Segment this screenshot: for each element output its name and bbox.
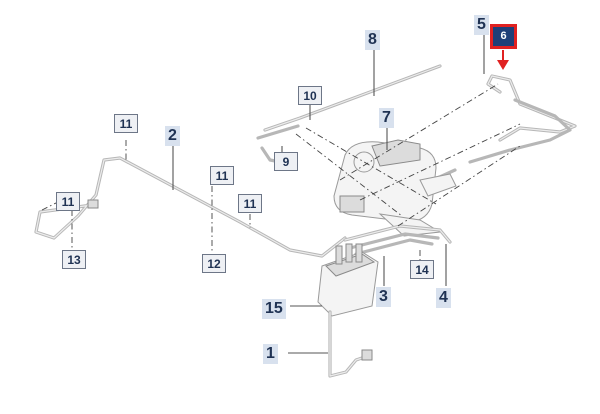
callout-11-a[interactable]: 11 bbox=[114, 114, 138, 133]
callout-9[interactable]: 9 bbox=[274, 152, 298, 171]
callout-5[interactable]: 5 bbox=[474, 15, 489, 35]
callout-13[interactable]: 13 bbox=[62, 250, 86, 269]
fitting-13 bbox=[87, 199, 99, 209]
callout-15[interactable]: 15 bbox=[262, 299, 286, 319]
callout-1[interactable]: 1 bbox=[263, 344, 278, 364]
highlight-arrow bbox=[497, 50, 509, 70]
brake-line-1 bbox=[328, 310, 373, 378]
callout-11-d[interactable]: 11 bbox=[238, 194, 262, 213]
callout-10[interactable]: 10 bbox=[298, 86, 322, 105]
callout-11-b[interactable]: 11 bbox=[56, 192, 80, 211]
callout-8[interactable]: 8 bbox=[365, 30, 380, 50]
brake-line-2 bbox=[34, 156, 347, 258]
callout-4[interactable]: 4 bbox=[436, 288, 451, 308]
callout-11-c[interactable]: 11 bbox=[210, 166, 234, 185]
abs-modulator-15 bbox=[317, 243, 379, 317]
leader-lines bbox=[172, 28, 485, 354]
callout-3[interactable]: 3 bbox=[376, 287, 391, 307]
callout-14[interactable]: 14 bbox=[410, 260, 434, 279]
master-cylinder-7 bbox=[333, 139, 457, 237]
brake-lines-5-6 bbox=[418, 74, 577, 188]
reservoir-cap bbox=[353, 151, 375, 173]
callout-6-highlighted[interactable]: 6 bbox=[490, 24, 517, 49]
assembly-dash-lines bbox=[41, 83, 521, 260]
callout-2[interactable]: 2 bbox=[165, 126, 180, 146]
fitting-1 bbox=[361, 349, 373, 361]
callout-7[interactable]: 7 bbox=[379, 108, 394, 128]
brake-lines-3-4 bbox=[343, 224, 452, 256]
callout-12[interactable]: 12 bbox=[202, 254, 226, 273]
